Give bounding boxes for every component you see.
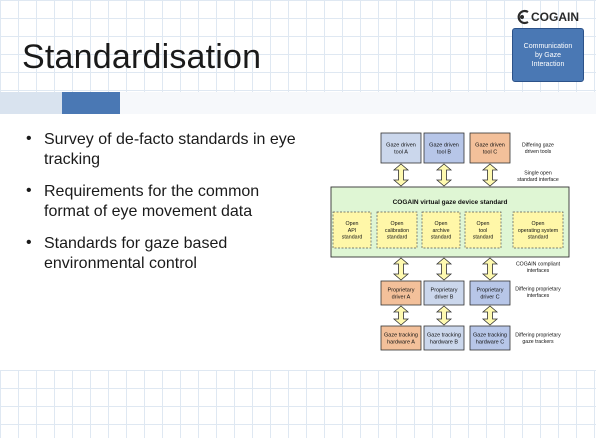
compliant-interface-arrow [481, 257, 499, 281]
hardware-label: hardware B [430, 339, 458, 345]
standard-item [376, 211, 418, 249]
standard-item-label: standard [342, 235, 363, 241]
proprietary-interface-arrow [481, 305, 499, 326]
title-divider-band [0, 92, 596, 114]
cogain-logo: COGAIN Communication by Gaze Interaction [508, 8, 586, 82]
standard-item-label: standard [473, 235, 494, 241]
header-grid-background [0, 0, 596, 92]
driver-label: Proprietary [477, 287, 504, 293]
logo-wordmark: COGAIN [531, 10, 579, 24]
standard-item [464, 211, 502, 249]
logo-header: COGAIN [514, 8, 579, 26]
driver-label: Proprietary [388, 287, 415, 293]
standard-item [421, 211, 461, 249]
standard-item [332, 211, 372, 249]
hardware-box [423, 325, 465, 351]
tool-box [469, 132, 511, 164]
driver-label: driver A [392, 294, 411, 300]
proprietary-interface-arrow [392, 305, 410, 326]
divider-left-block [0, 92, 62, 114]
standard-item-label: Open [532, 221, 545, 227]
bullet-dot-icon: • [26, 234, 32, 251]
standard-block [330, 186, 570, 258]
bullet-list: • Survey of de-facto standards in eye tra… [24, 130, 304, 286]
standard-item-label: API [348, 228, 357, 234]
side-label: Differing proprietary [515, 332, 561, 338]
bullet-dot-icon: • [26, 130, 32, 147]
bullet-dot-icon: • [26, 182, 32, 199]
logo-line: Communication [523, 42, 573, 50]
bullet-item: • Standards for gaze based environmental … [24, 234, 304, 274]
bullet-item: • Requirements for the common format of e… [24, 182, 304, 222]
standard-item-label: archive [432, 228, 449, 234]
driver-box [423, 280, 465, 306]
driver-label: Proprietary [431, 287, 458, 293]
side-label: Differing proprietary [515, 286, 561, 292]
standard-item-label: standard [387, 235, 408, 241]
standard-item-label: Open [477, 221, 490, 227]
standard-item-label: Open [391, 221, 404, 227]
interface-arrow [435, 163, 453, 187]
side-label: Differing gaze [522, 142, 554, 148]
driver-box [469, 280, 511, 306]
standard-item-label: standard [528, 235, 549, 241]
hardware-label: hardware A [387, 339, 415, 345]
tool-label: Gaze driven [429, 142, 459, 148]
logo-line: by Gaze [534, 51, 562, 59]
standard-item-label: calibration [385, 228, 409, 234]
footer-grid-background [0, 370, 596, 438]
standard-item-label: Open [435, 221, 448, 227]
tool-label: Gaze driven [386, 142, 416, 148]
bullet-text: Standards for gaze based environmental c… [44, 235, 228, 272]
tool-label: tool C [483, 149, 497, 155]
compliant-interface-arrow [392, 257, 410, 281]
tool-label: Gaze driven [475, 142, 505, 148]
side-label: gaze trackers [522, 339, 554, 345]
side-label: Single open [524, 170, 552, 176]
standard-item-label: tool [479, 228, 488, 234]
proprietary-interface-arrow [435, 305, 453, 326]
hardware-box [469, 325, 511, 351]
driver-label: driver C [480, 294, 499, 300]
divider-accent-block [62, 92, 120, 114]
bullet-item: • Survey of de-facto standards in eye tra… [24, 130, 304, 170]
side-label: COGAIN compliant [516, 261, 561, 267]
compliant-interface-arrow [435, 257, 453, 281]
standard-item [512, 211, 564, 249]
tool-label: tool B [437, 149, 451, 155]
driver-label: driver B [435, 294, 454, 300]
tool-label: tool A [394, 149, 408, 155]
side-label: standard interface [517, 177, 559, 183]
tool-box [380, 132, 422, 164]
driver-box [380, 280, 422, 306]
side-label: driven tools [525, 149, 552, 155]
hardware-box [380, 325, 422, 351]
interface-arrow [481, 163, 499, 187]
standard-item-label: operating system [518, 228, 559, 234]
bullet-text: Requirements for the common format of ey… [44, 183, 260, 220]
tool-box [423, 132, 465, 164]
interface-arrow [392, 163, 410, 187]
hardware-label: hardware C [476, 339, 504, 345]
hardware-label: Gaze tracking [473, 332, 507, 338]
hardware-label: Gaze tracking [427, 332, 461, 338]
standard-item-label: standard [431, 235, 452, 241]
bullet-text: Survey of de-facto standards in eye trac… [44, 131, 296, 168]
slide-title: Standardisation [22, 38, 262, 76]
side-label: interfaces [527, 293, 550, 299]
logo-tagline-box: Communication by Gaze Interaction [512, 28, 584, 82]
logo-line: Interaction [531, 60, 565, 68]
hardware-label: Gaze tracking [384, 332, 418, 338]
side-label: interfaces [527, 268, 550, 274]
standard-item-label: Open [346, 221, 359, 227]
standard-title: COGAIN virtual gaze device standard [393, 199, 508, 206]
eye-icon [517, 9, 529, 25]
